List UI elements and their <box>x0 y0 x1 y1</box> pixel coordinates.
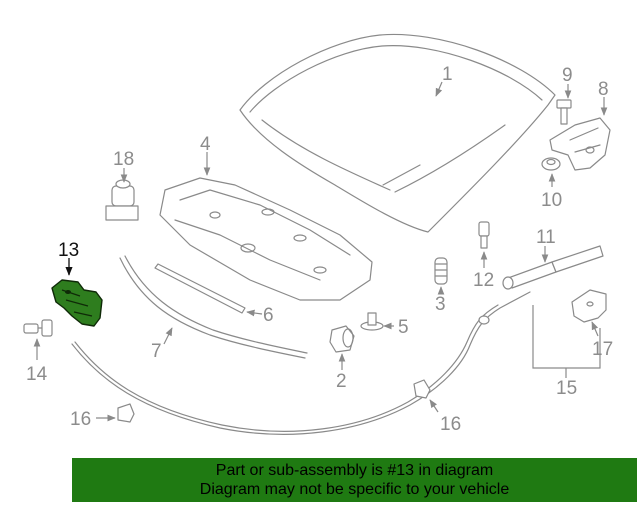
callout-3: 3 <box>435 294 446 315</box>
callout-4: 4 <box>200 134 211 155</box>
callout-7: 7 <box>151 341 162 362</box>
bolt-9 <box>556 99 572 125</box>
banner-line-disclaimer: Diagram may not be specific to your vehi… <box>199 481 510 498</box>
cable-clip-right <box>413 379 431 399</box>
hood-panel <box>239 33 556 233</box>
callout-9: 9 <box>562 65 573 86</box>
release-cable <box>71 291 531 435</box>
switch-18 <box>105 179 139 221</box>
callout-2: 2 <box>336 371 347 392</box>
banner-line-part: Part or sub-assembly is #13 in diagram <box>215 462 494 479</box>
lift-support-strut <box>502 245 604 290</box>
callout-11: 11 <box>536 227 556 248</box>
callout-12: 12 <box>473 270 494 291</box>
hood-insulator <box>159 177 373 301</box>
bolt-14 <box>23 319 53 337</box>
callout-8: 8 <box>598 79 609 100</box>
info-banner: Part or sub-assembly is #13 in diagram D… <box>72 458 637 502</box>
bracket-17 <box>571 289 607 323</box>
cushion-stop <box>434 257 448 285</box>
seal <box>119 255 308 359</box>
nut-10 <box>541 157 561 171</box>
callout-14: 14 <box>26 364 48 385</box>
weatherstrip-front <box>154 263 246 314</box>
hood-latch-assembly <box>51 279 103 327</box>
callout-13: 13 <box>58 240 79 261</box>
leader-lines <box>33 81 608 422</box>
cable-clip-left <box>117 403 135 423</box>
callout-18: 18 <box>113 149 134 170</box>
hood-hinge <box>549 117 611 171</box>
callout-17: 17 <box>592 339 613 360</box>
callout-1: 1 <box>442 64 453 85</box>
callout-15: 15 <box>556 378 577 399</box>
callout-16-right: 16 <box>440 414 461 435</box>
callout-5: 5 <box>398 317 409 338</box>
pin-12 <box>478 221 490 249</box>
parts-diagram: 1 2 3 4 5 6 7 8 9 10 11 12 13 14 15 16 1… <box>23 33 613 435</box>
bumper-cushion <box>329 325 355 353</box>
retainer-clip <box>360 312 384 331</box>
callout-6: 6 <box>263 305 274 326</box>
callout-10: 10 <box>541 190 562 211</box>
callout-16-left: 16 <box>70 409 91 430</box>
